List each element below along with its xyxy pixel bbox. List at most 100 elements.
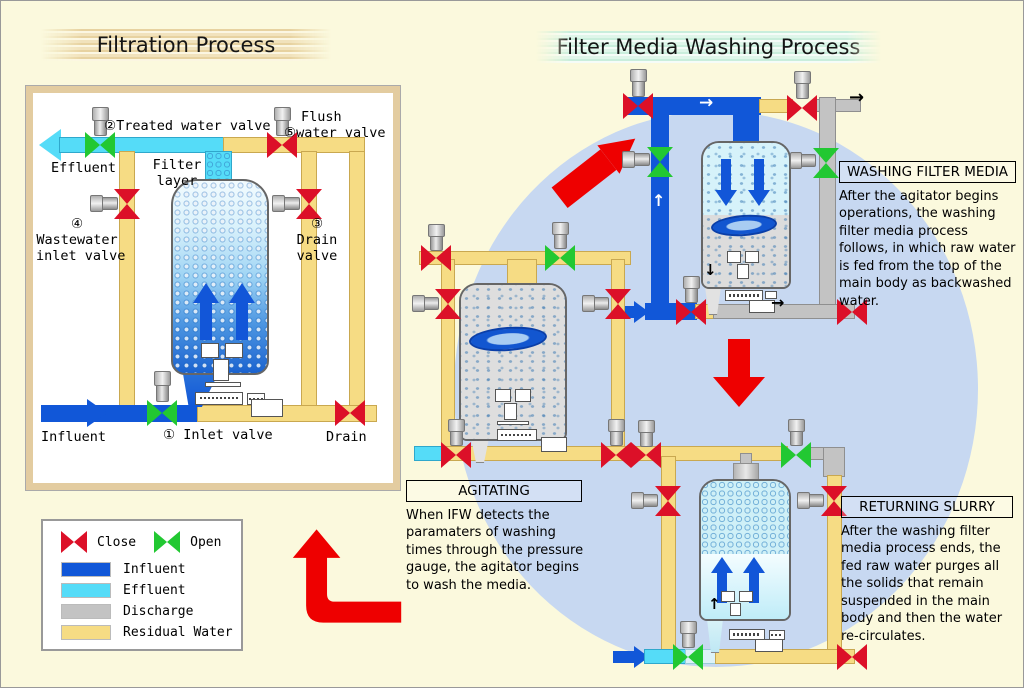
machinery-control-box [541,437,567,452]
label-drain: Drain [326,429,367,445]
influent-arrow-head [634,301,649,323]
open-valve-icon [154,531,181,553]
washing-step-block: WASHING FILTER MEDIA After the agitator … [839,161,1019,310]
pipe-influent-topfeed [627,97,761,115]
valve-left [441,442,456,468]
machinery-control-box [749,300,775,313]
returning-tank [699,479,791,621]
process-arrow-down-icon [713,339,765,409]
machinery-box [225,343,243,358]
pipe-residual-bottom [197,405,377,422]
arrow-head [715,190,737,206]
valve-left [837,644,852,670]
arrow-shaft [728,339,750,377]
influent-arrow-head [87,399,107,427]
machinery-control-box [251,399,283,417]
valve-right [560,245,575,271]
machinery-stem [504,403,517,420]
agitating-step-block: AGITATING When IFW detects the paramater… [406,480,586,594]
valve-right [616,442,631,468]
label-drain-valve-2: valve [296,248,338,264]
close-valve-icon [61,531,87,553]
label-flush-2: ⑤water valve [284,125,386,141]
valve-actuator [631,492,658,509]
valve-closed-icon [821,486,847,516]
valve-closed-icon [655,486,681,516]
downflow-arrow-icon [748,159,770,207]
machinery-box [745,251,759,263]
drain-arrow-down-icon: ↓ [704,261,717,279]
valve-actuator [272,195,300,212]
valve-closed-icon [837,644,867,670]
valve-right [456,442,471,468]
treated-water-valve-open-icon [85,132,115,158]
machinery-dashed-strip [725,290,763,301]
valve-actuator [154,371,171,402]
valve-top [605,289,631,304]
valve-actuator [638,420,655,447]
valve-right [796,442,811,468]
valve-left [781,442,796,468]
machinery-flange [497,421,529,425]
valve-closed-icon [441,442,471,468]
valve-right [282,132,297,158]
upflow-arrow-icon [743,557,765,605]
valve-right [350,400,365,426]
valve-left [85,132,100,158]
influent-arrow-shaft [613,651,635,663]
arrow-shaft [717,572,727,603]
label-wastewater-num: ④ [70,216,84,232]
wastewater-inlet-valve-closed-icon [114,189,140,219]
valve-top [114,189,140,204]
valve-actuator [683,276,700,303]
returning-step-block: RETURNING SLURRY After the washing filte… [841,496,1023,645]
machinery-flange [205,382,241,387]
agitating-step-body: When IFW detects the paramaters of washi… [406,508,584,593]
valve-actuator [788,419,805,446]
label-wastewater-1: Wastewater [36,232,118,248]
arrow-head [713,377,765,407]
valve-left [154,531,168,553]
valve-open-icon [545,245,575,271]
valve-actuator [428,224,445,251]
upflow-arrow-icon [711,557,733,605]
valve-closed-icon [605,289,631,319]
process-arrow-bent-up-icon [292,529,402,623]
arrow-head [229,283,255,303]
machinery-box [515,389,531,402]
valve-bottom [114,204,140,219]
valve-bottom [821,501,847,516]
valve-right [638,93,653,119]
valve-right [688,644,703,670]
valve-top [821,486,847,501]
upflow-arrow-icon [193,283,219,341]
effluent-swatch [61,583,111,598]
valve-left [676,299,691,325]
valve-bottom [605,304,631,319]
valve-top [435,289,461,304]
machinery-box [721,591,735,602]
arrow-shaft [721,159,731,190]
valve-top [655,486,681,501]
agitating-step-heading: AGITATING [406,480,582,503]
legend-close-label: Close [97,534,137,550]
flush-water-valve-closed-icon [267,132,297,158]
arrow-shaft [754,159,764,190]
legend-item-label: Discharge [123,604,194,619]
machinery-dashed-strip [729,629,765,640]
return-arrow-up-icon: ↑ [708,595,721,613]
valve-actuator [680,621,697,648]
page-title-washing: Filter Media Washing Process [536,31,881,63]
valve-bottom [296,204,322,219]
page-title-filtration: Filtration Process [41,29,331,61]
valve-open-icon [673,644,703,670]
machinery-stem [737,264,749,279]
downflow-arrow-icon [715,159,737,207]
pipe-flush-vertical [349,151,365,409]
valve-left [545,245,560,271]
drain-valve-closed-icon [296,189,322,219]
filtration-tank [171,179,269,375]
pipe-residual-bottom [715,649,855,664]
machinery-box [201,343,219,358]
label-wastewater-2: inlet valve [36,248,126,264]
